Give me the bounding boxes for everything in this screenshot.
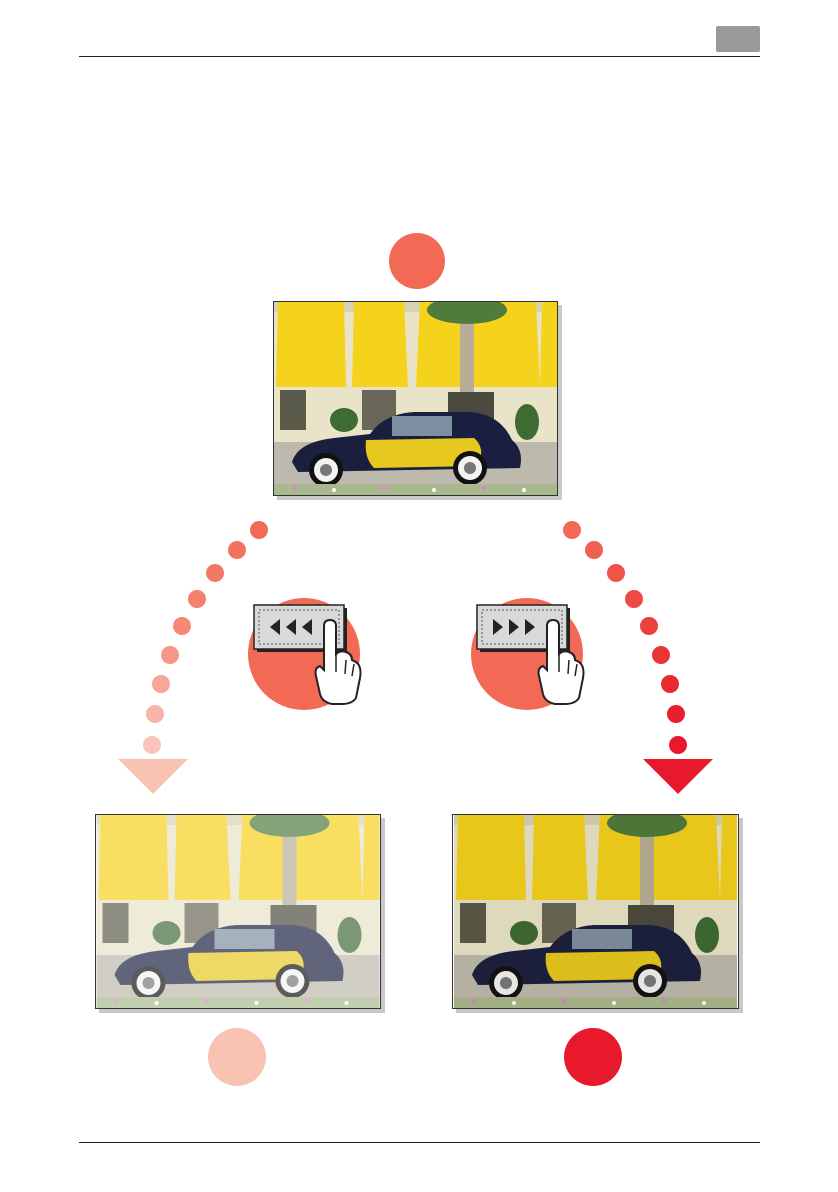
left-arc-dot <box>206 564 224 582</box>
right-arc-dot <box>652 646 670 664</box>
left-arc-dot <box>188 590 206 608</box>
left-arc-dot <box>173 617 191 635</box>
lighter-button[interactable] <box>248 598 368 710</box>
left-arc-dot <box>152 675 170 693</box>
darker-button[interactable] <box>471 598 591 710</box>
left-arrow-head <box>118 759 188 794</box>
right-arc-dot <box>669 736 687 754</box>
footer-rule <box>79 1142 760 1143</box>
lighter-photo <box>95 814 381 1009</box>
lighter-level-circle <box>208 1028 266 1086</box>
right-arc-dot <box>640 617 658 635</box>
darker-level-circle <box>564 1028 622 1086</box>
right-arc-dot <box>625 590 643 608</box>
right-arc-dot <box>563 521 581 539</box>
darker-photo <box>452 814 739 1009</box>
left-arc-dot <box>250 521 268 539</box>
right-arc-dot <box>585 541 603 559</box>
right-arc-dot <box>607 564 625 582</box>
right-arc-dot <box>667 705 685 723</box>
left-arc-dot <box>146 705 164 723</box>
right-arc-dot <box>661 675 679 693</box>
right-arrow-head <box>643 759 713 794</box>
left-arc-dot <box>161 646 179 664</box>
left-arc-dot <box>143 736 161 754</box>
left-arc-dot <box>228 541 246 559</box>
